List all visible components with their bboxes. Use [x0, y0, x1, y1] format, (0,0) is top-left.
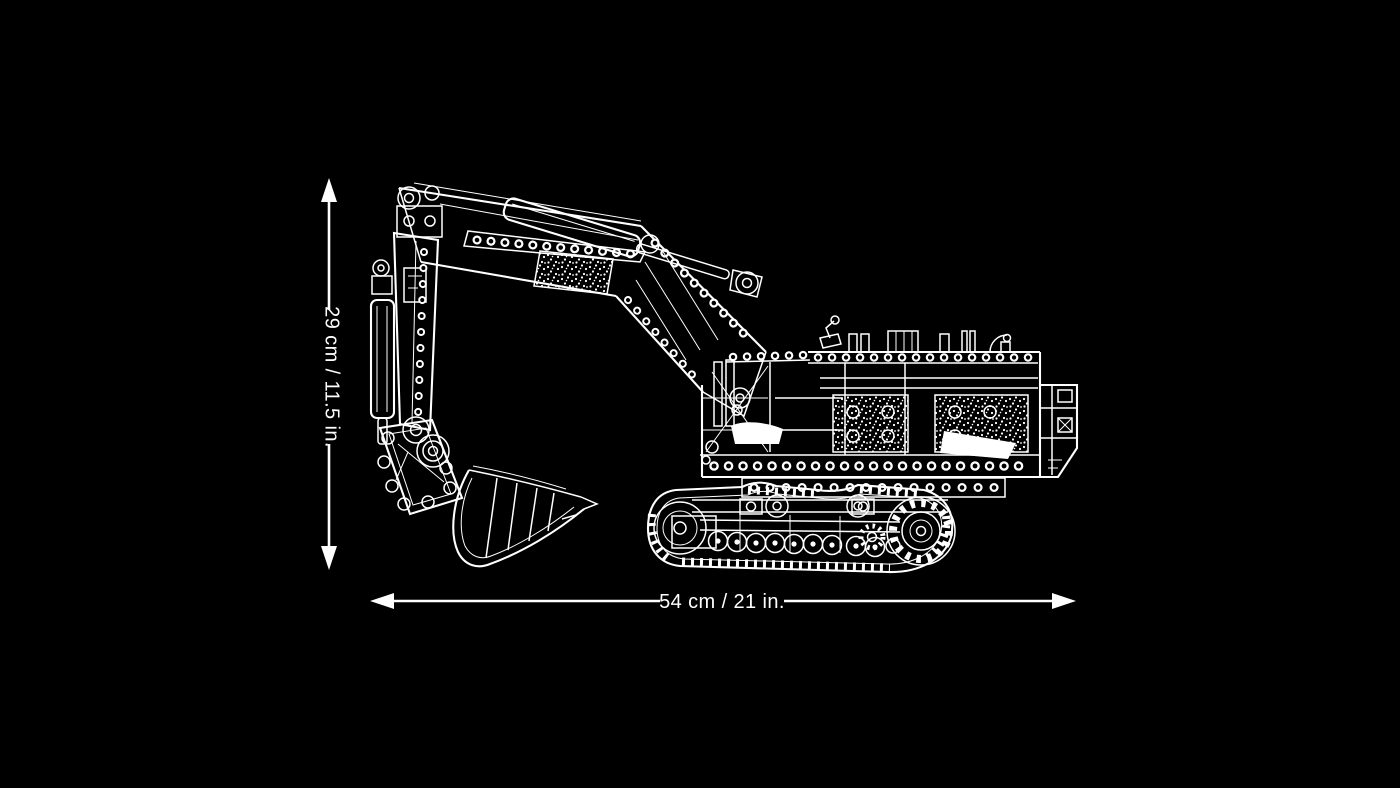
right-arrowhead-icon	[1052, 593, 1076, 609]
counterweight-group	[1040, 383, 1079, 479]
fender-highlight-rear	[940, 431, 1016, 459]
bucket-linkage-group	[377, 416, 464, 516]
up-arrowhead-icon	[321, 178, 337, 202]
stick-cylinder-group	[369, 259, 396, 445]
boom-side-panel	[533, 250, 614, 295]
bucket-group	[452, 465, 599, 568]
excavator-drawing	[369, 182, 1079, 574]
machinery-panel-left	[832, 394, 909, 453]
boom-cylinder-anchor	[729, 269, 763, 298]
down-arrowhead-icon	[321, 546, 337, 570]
undercarriage-group	[646, 481, 956, 574]
track-outline	[646, 481, 954, 574]
left-arrowhead-icon	[370, 593, 394, 609]
width-dimension: 54 cm / 21 in.	[370, 591, 1076, 613]
height-dimension: 29 cm / 11.5 in.	[321, 178, 343, 570]
topworks-group	[819, 315, 1012, 353]
fender-highlight-front	[731, 422, 783, 444]
boom-group	[396, 182, 767, 418]
road-wheels	[707, 530, 886, 558]
stick-group	[392, 231, 440, 432]
boom-cylinder-group	[502, 197, 730, 280]
width-dimension-label: 54 cm / 21 in.	[659, 591, 785, 613]
superstructure-group	[700, 350, 1042, 498]
height-dimension-label: 29 cm / 11.5 in.	[321, 306, 343, 448]
